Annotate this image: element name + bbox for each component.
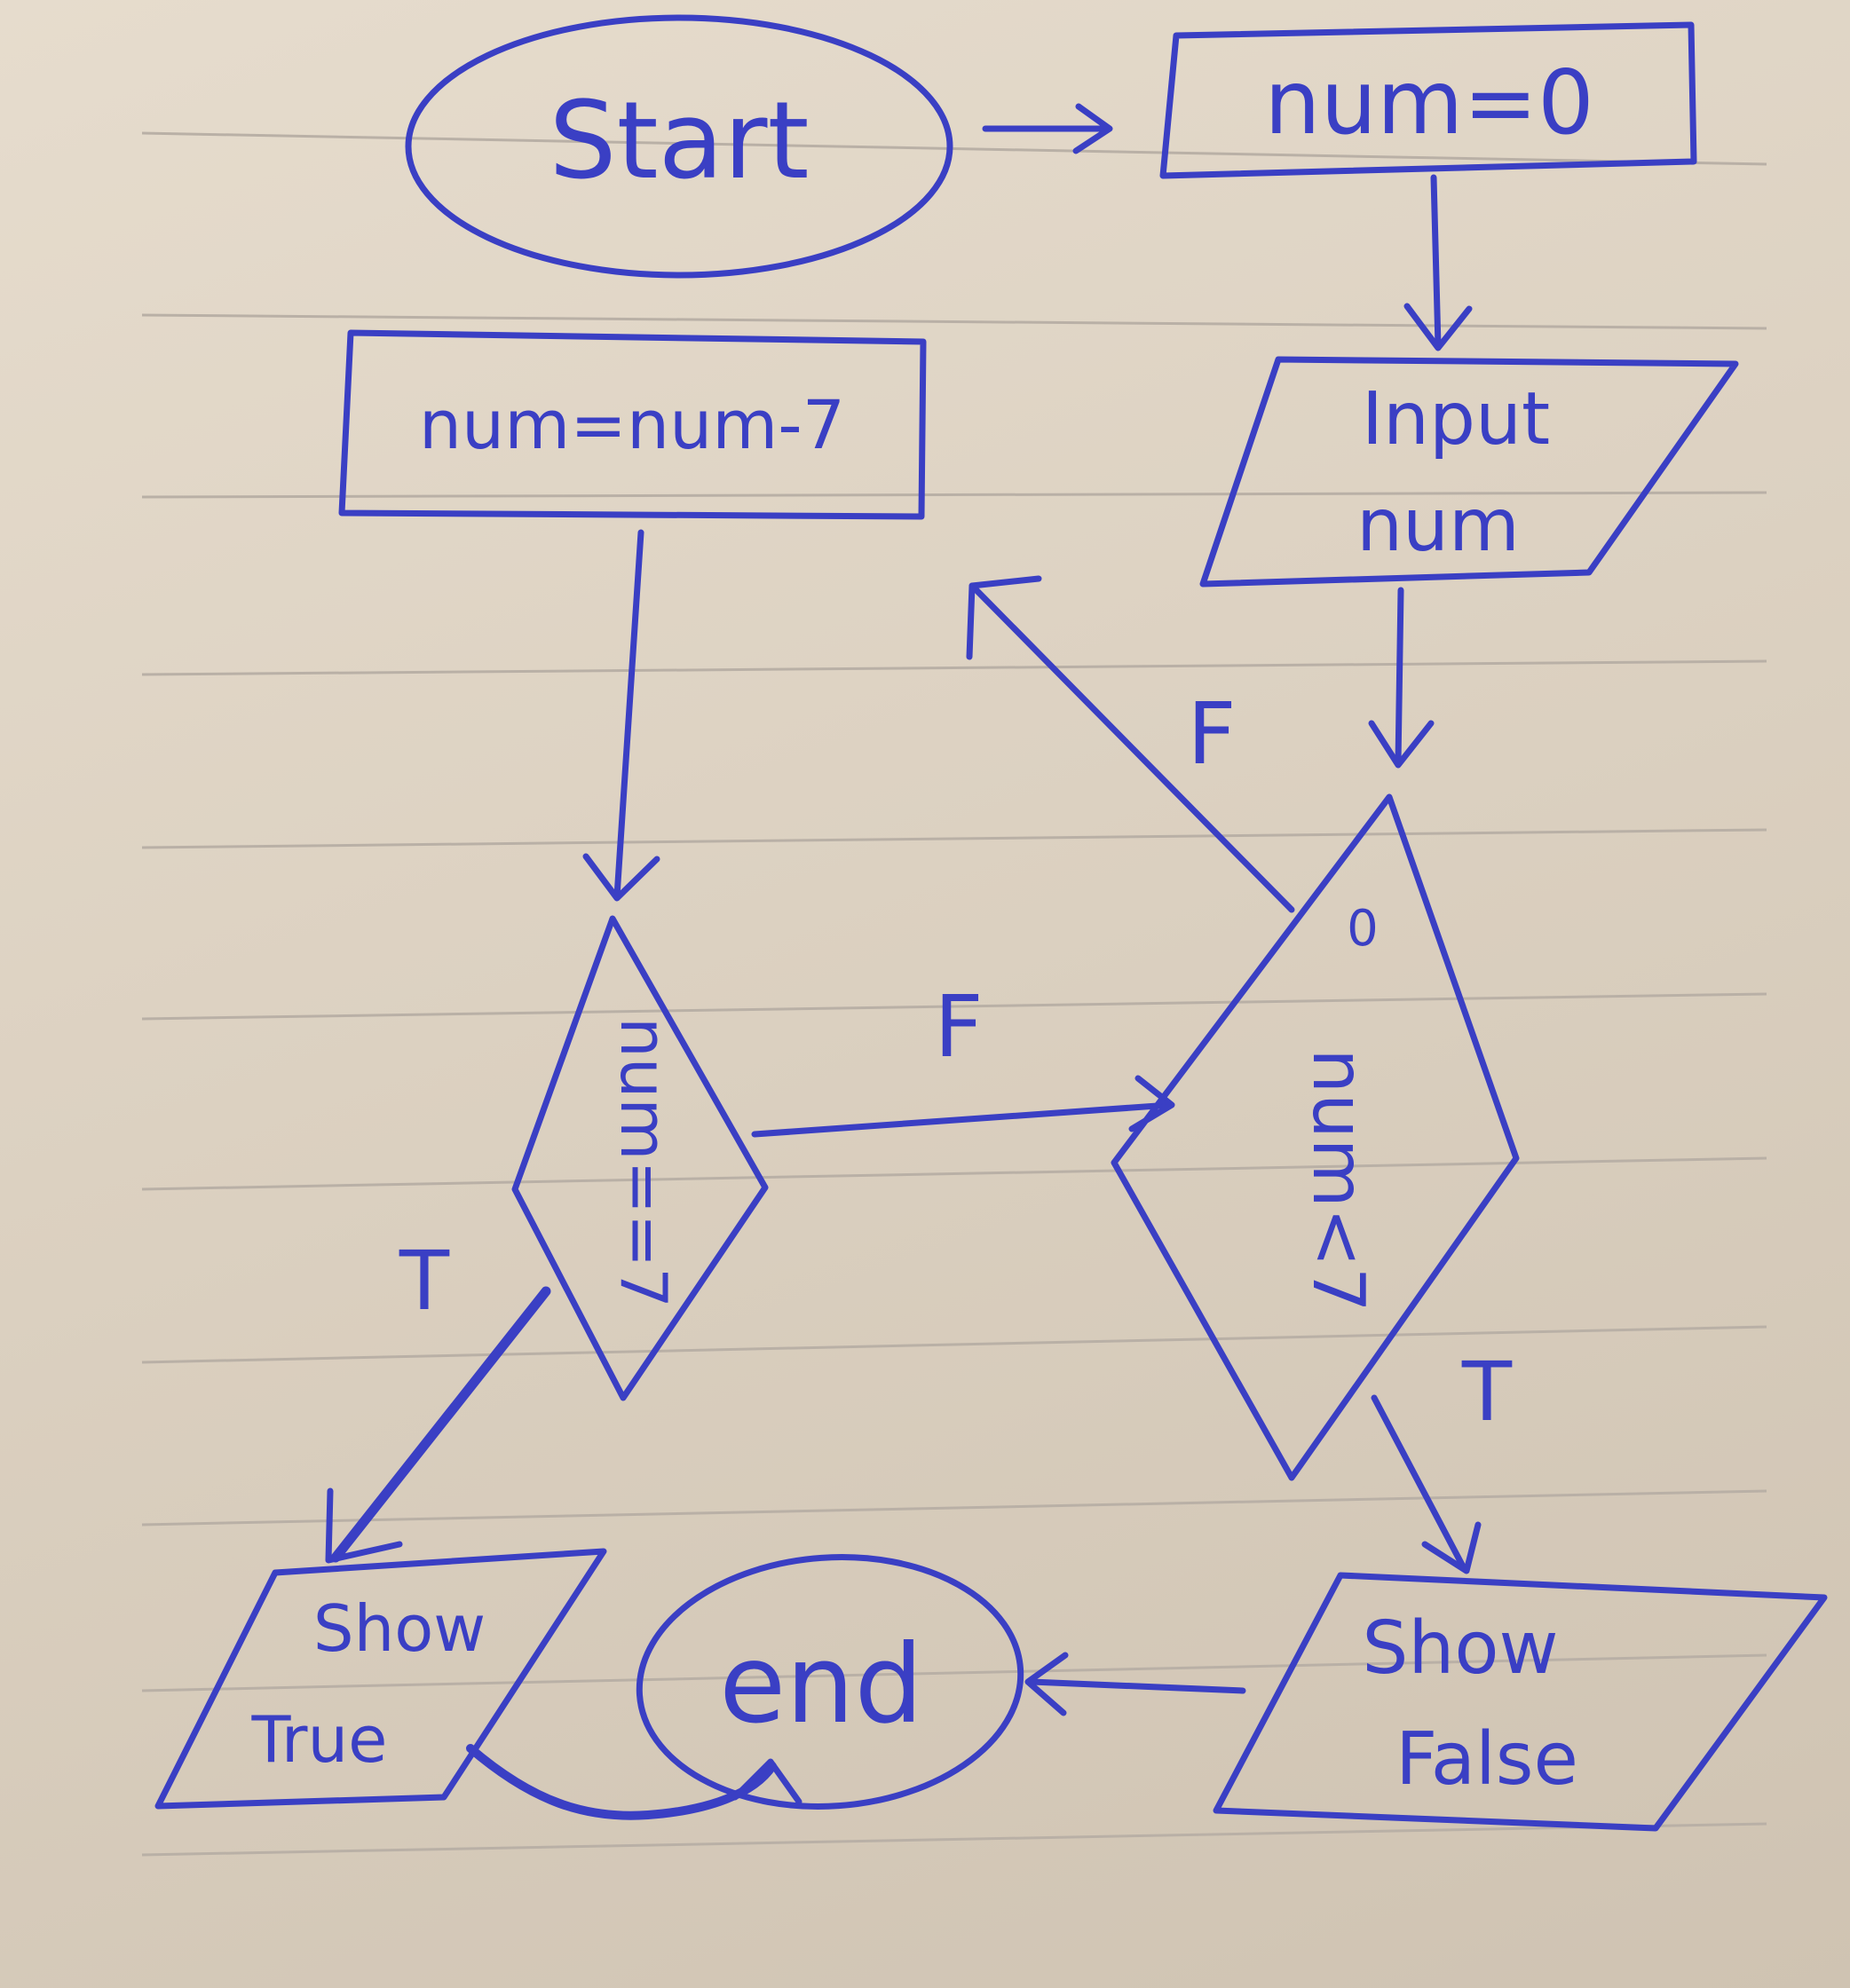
check-equal-node: num==7 xyxy=(511,915,769,1401)
decrement-label: num=num-7 xyxy=(419,385,845,464)
less-false-label: F xyxy=(1187,684,1236,784)
arrow-show-true-to-end xyxy=(466,1744,802,1820)
input-parallelogram xyxy=(1199,356,1739,588)
init-label: num=0 xyxy=(1264,51,1594,154)
arrow-less-false-loop: F xyxy=(966,575,1295,913)
end-ellipse xyxy=(636,1554,1024,1810)
arrow-equal-false-to-less: F xyxy=(751,977,1175,1138)
show-true-label-line2: True xyxy=(251,1702,388,1777)
ruled-lines xyxy=(141,131,1767,1857)
arrow-less-true-to-show-false: T xyxy=(1371,1345,1513,1574)
start-ellipse xyxy=(405,14,953,279)
init-node: num=0 xyxy=(1159,21,1697,179)
check-less-zero-mark: 0 xyxy=(1347,900,1379,958)
check-less-node: 0 num<7 xyxy=(1111,793,1520,1481)
show-false-label-line1: Show xyxy=(1362,1606,1558,1691)
end-node: end xyxy=(636,1554,1024,1810)
decrement-box xyxy=(338,329,927,520)
input-node: Input num xyxy=(1199,356,1739,588)
show-true-parallelogram xyxy=(154,1548,607,1810)
end-label: end xyxy=(719,1621,923,1747)
show-false-node: Show False xyxy=(1213,1572,1828,1832)
show-true-label-line1: Show xyxy=(313,1591,486,1666)
arrow-init-to-input xyxy=(1403,174,1473,351)
arrow-equal-true-to-show-true: T xyxy=(325,1234,551,1564)
start-node: Start xyxy=(405,14,953,279)
decrement-node: num=num-7 xyxy=(338,329,927,520)
check-equal-diamond xyxy=(511,915,769,1401)
init-box xyxy=(1159,21,1697,179)
start-label: Start xyxy=(549,80,809,203)
input-label-line2: num xyxy=(1356,484,1520,568)
arrow-start-to-init xyxy=(982,103,1113,154)
arrow-show-false-to-end xyxy=(1024,1652,1246,1716)
check-equal-label: num==7 xyxy=(606,1017,681,1308)
check-less-label: num<7 xyxy=(1297,1048,1380,1312)
input-label-line1: Input xyxy=(1362,377,1550,462)
show-true-node: Show True xyxy=(154,1548,607,1810)
equal-true-label: T xyxy=(399,1234,450,1329)
equal-false-label: F xyxy=(934,977,983,1077)
less-true-label: T xyxy=(1461,1345,1513,1440)
show-false-parallelogram xyxy=(1213,1572,1828,1832)
arrow-input-to-less xyxy=(1368,587,1435,769)
arrow-decrement-to-equal xyxy=(582,529,660,902)
check-less-diamond xyxy=(1111,793,1520,1481)
show-false-label-line2: False xyxy=(1395,1717,1578,1802)
